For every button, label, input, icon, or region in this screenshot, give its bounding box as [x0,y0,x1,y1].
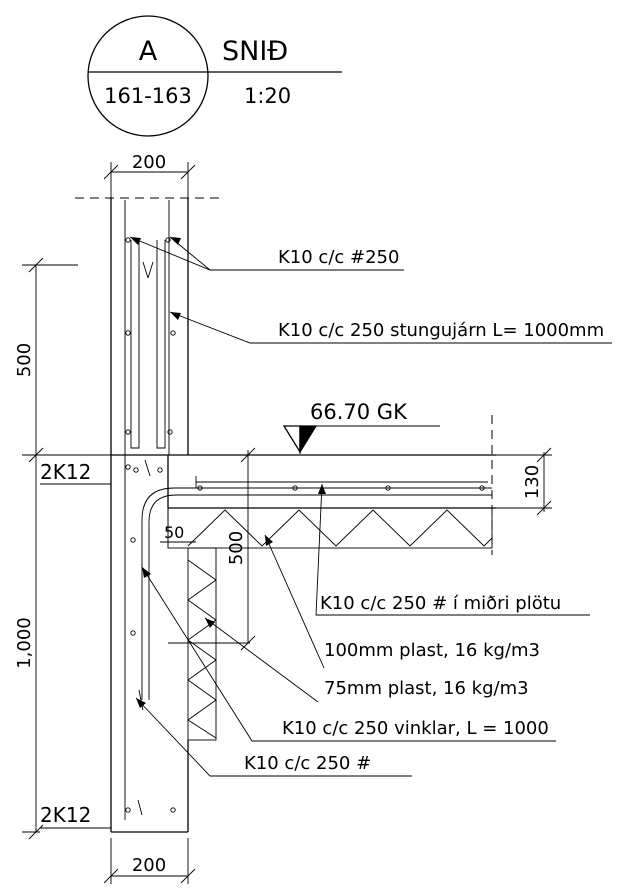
leader-arrow [170,237,181,245]
dim-tick [180,868,196,884]
rebar-dot [133,467,139,473]
rebar-dot [165,237,171,243]
insulation-75mm-zigzag [187,559,217,739]
dim-top-width: 200 [132,152,166,173]
rebar-dot [125,464,131,470]
callout-4: 100mm plast, 16 kg/m3 [264,534,540,669]
title-circle [87,15,209,137]
level-label: 66.70 GK [310,400,408,424]
rebar-marks: 2K12 2K12 [40,460,111,829]
dim-tick [28,447,44,463]
sheet-reference: 161-163 [104,84,192,108]
leader-line [169,311,612,344]
leader-arrow [170,312,181,320]
callout-text-2: K10 c/c 250 stungujárn L= 1000mm [278,320,604,341]
lower-bar-tick-2 [137,799,143,816]
rebar-dot [479,485,485,491]
leader-line [264,534,325,669]
starter-tick-1 [142,261,149,279]
insulation-vertical [168,547,250,741]
reinforcement [124,200,492,820]
dimension-insulation: 500 50 [160,447,256,651]
callout-1: K10 c/c #250 [129,236,404,271]
insulation-horizontal [167,507,493,549]
callout-7: K10 c/c 250 # [135,697,412,777]
starter-tick-3 [144,459,151,477]
dim-tick [103,164,119,180]
dim-tick [240,447,256,463]
leader-arrow [142,567,151,578]
callout-5: 75mm plast, 16 kg/m3 [204,617,529,703]
rebar-dot [125,237,131,243]
rebar-dot [385,485,391,491]
leader-line [141,566,556,742]
section-letter: A [139,36,158,67]
dim-tick [180,164,196,180]
insulation-100mm-zigzag [187,509,493,547]
callout-2: K10 c/c 250 stungujárn L= 1000mm [169,311,612,344]
corner-bar-2 [148,494,492,700]
dim-tick [536,500,552,516]
dim-wall-top-height: 500 [14,343,35,377]
rebar-dot [170,807,176,813]
title-block: A SNIÐ 161-163 1:20 [87,15,342,137]
rebar-dot [157,467,163,473]
scale-label: 1:20 [244,84,291,108]
dim-tick [28,824,44,840]
callout-3: K10 c/c 250 # í miðri plötu [315,483,590,616]
leader-arrow [205,618,215,628]
dim-tick [536,447,552,463]
leader-arrow [265,535,273,546]
corner-bar-1 [141,487,492,700]
dimension-top: 200 [103,152,196,205]
level-marker: 66.70 GK [282,400,440,455]
dim-tick [103,868,119,884]
dim-insulation-depth: 500 [226,531,247,565]
leader-line [204,617,319,703]
section-title: SNIÐ [222,36,288,67]
dim-tick [240,635,256,651]
dim-slab-thickness: 130 [522,465,543,499]
starter-bar-left [130,240,140,449]
level-triangle-right [299,425,318,455]
rebar-mark-top: 2K12 [40,460,91,484]
rebar-dot [292,485,298,491]
rebar-dot [125,330,131,336]
rebar-dot [197,485,203,491]
leader-arrow [136,698,146,708]
dimension-bottom: 200 [103,838,196,884]
insulation-75mm-box [187,547,217,741]
rebar-dot [167,429,173,435]
level-triangle-left [282,425,301,455]
callout-text-7: K10 c/c 250 # [244,753,371,774]
rebar-dot [170,330,176,336]
callout-text-5: 75mm plast, 16 kg/m3 [324,678,529,699]
rebar-dots [125,237,485,813]
leader-arrow [130,237,141,245]
rebar-mark-bottom: 2K12 [40,803,91,827]
insulation-100mm-box [167,507,493,549]
leader-line [135,697,412,777]
rebar-dot [125,429,131,435]
rebar-dot [130,537,136,543]
starter-tick-2 [147,261,154,279]
starter-bar-right [156,240,166,449]
dimension-left: 500 1,000 [14,257,111,840]
leader-line [315,483,590,616]
dim-wall-bottom-height: 1,000 [14,617,35,669]
callout-text-1: K10 c/c #250 [278,247,399,268]
callout-text-4: 100mm plast, 16 kg/m3 [324,640,540,661]
callout-text-6: K10 c/c 250 vinklar, L = 1000 [282,718,549,739]
lower-bar-tick-1 [138,689,144,711]
dimension-slab: 130 [496,447,552,516]
callout-text-3: K10 c/c 250 # í miðri plötu [320,593,561,614]
rebar-dot [125,807,131,813]
leader-arrow [318,484,326,494]
rebar-dot [130,630,136,636]
callout-6: K10 c/c 250 vinklar, L = 1000 [141,566,556,742]
dim-gap-width: 50 [164,523,184,542]
dim-bottom-width: 200 [132,855,166,876]
dim-tick [28,257,44,273]
